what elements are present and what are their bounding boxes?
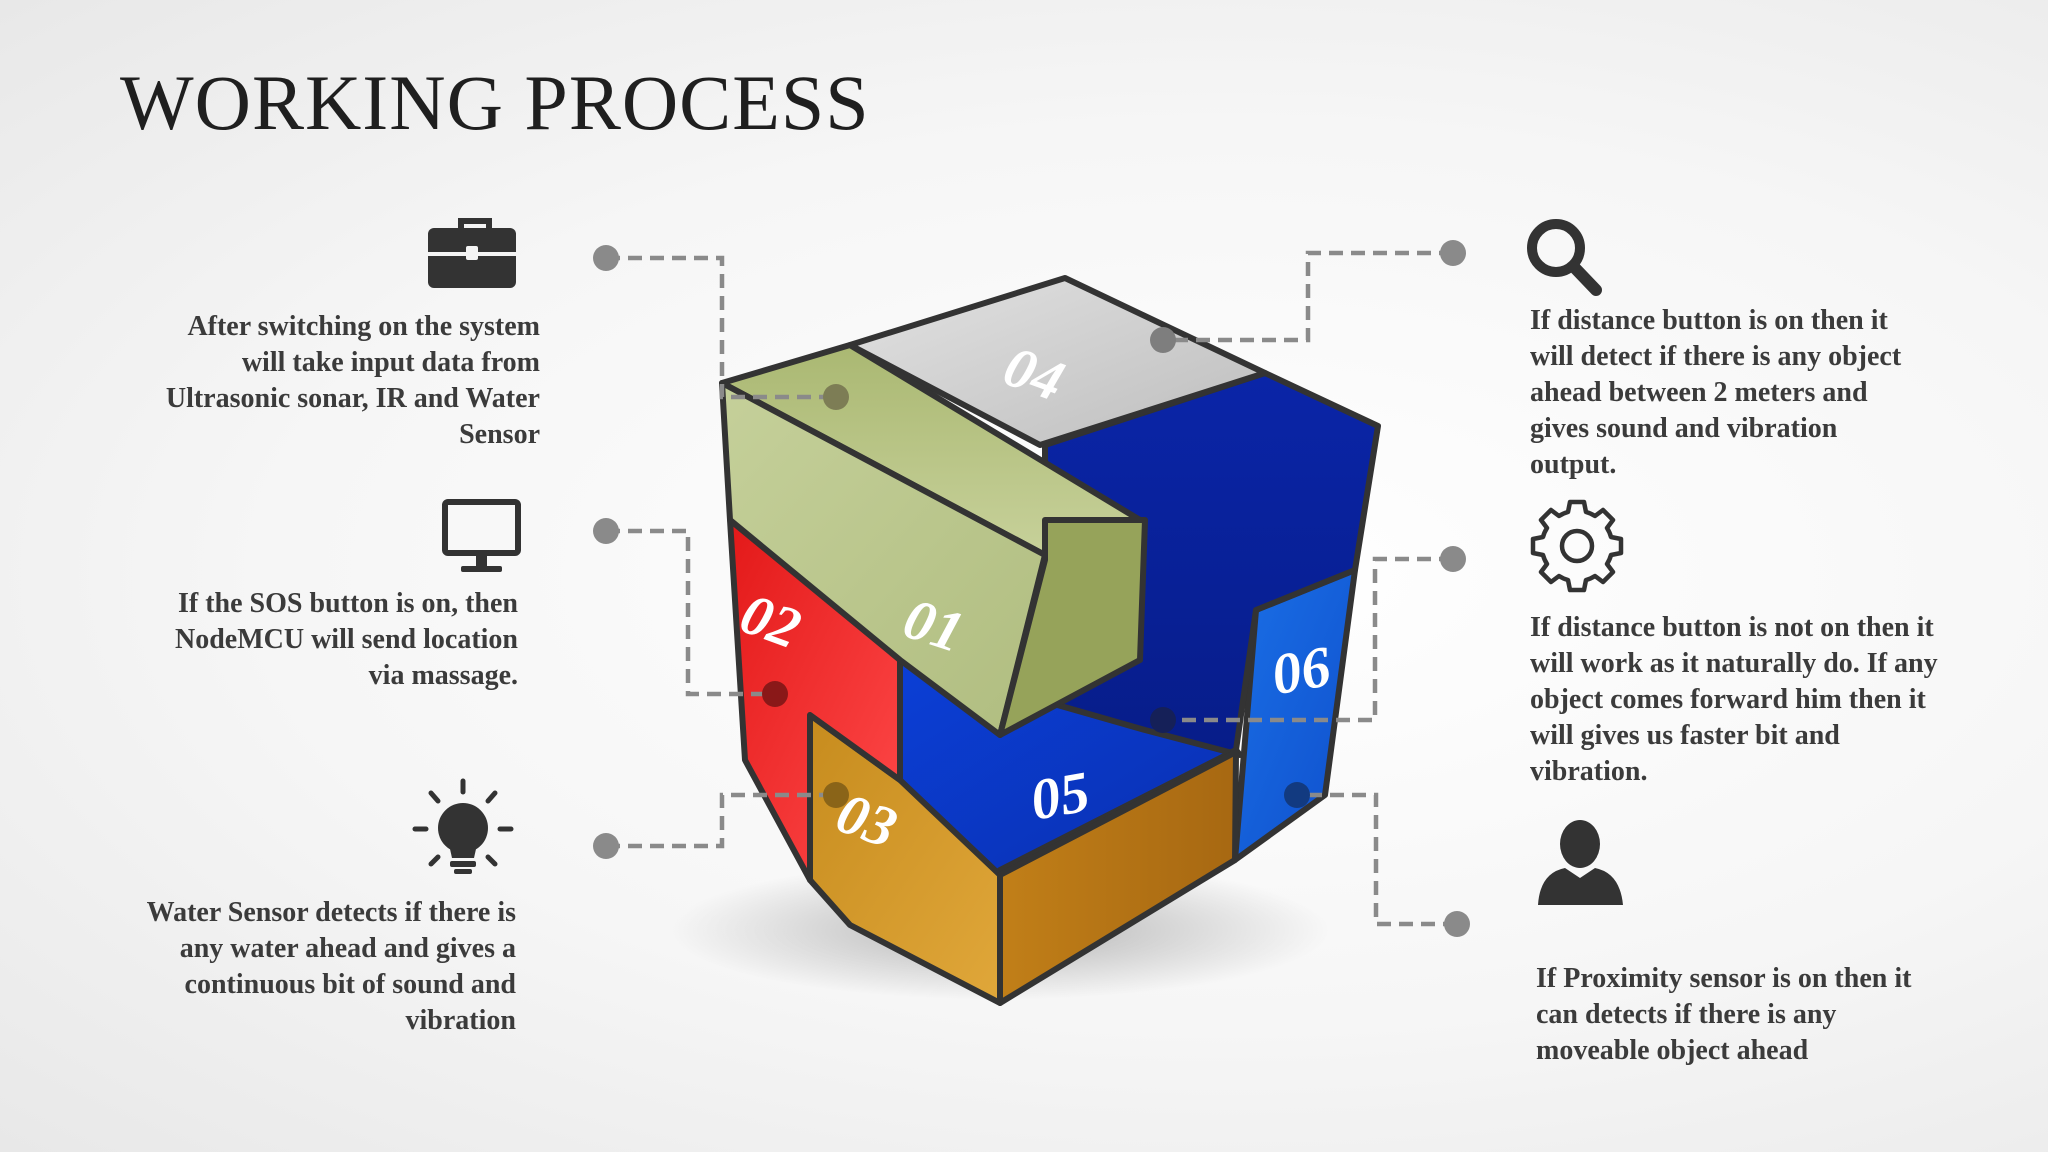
step-04-text: If distance button is on then it will de… [1530, 305, 1902, 480]
lightbulb-icon [412, 778, 514, 874]
connector-03 [606, 792, 836, 849]
connector-02-end-dot [593, 518, 619, 544]
page-title: WORKING PROCESS [120, 59, 870, 146]
connector-05 [1163, 556, 1453, 723]
connector-06 [1297, 792, 1457, 927]
step-03-text: Water Sensor detects if there is any wat… [146, 897, 516, 1036]
block-05-number: 05 [1026, 759, 1094, 833]
step-06-text: If Proximity sensor is on then it can de… [1536, 963, 1912, 1066]
connector-05-start-dot [1150, 707, 1176, 733]
connector-01-start-dot [823, 384, 849, 410]
step-05-text: If distance button is not on then it wil… [1530, 612, 1938, 787]
step-01-text: After switching on the system will take … [165, 311, 540, 450]
block-04 [847, 275, 1268, 448]
gear-icon [1530, 499, 1624, 593]
search-icon [1527, 219, 1602, 296]
block-06-number: 06 [1267, 633, 1335, 707]
connector-01-end-dot [593, 245, 619, 271]
connector-06-start-dot [1284, 782, 1310, 808]
connector-04-end-dot [1440, 240, 1466, 266]
connector-03-start-dot [823, 782, 849, 808]
step-02-text: If the SOS button is on, then NodeMCU wi… [175, 588, 518, 691]
block-01-front [719, 380, 1048, 738]
user-icon [1538, 820, 1623, 905]
block-01-right [997, 517, 1148, 738]
connector-05-end-dot [1440, 546, 1466, 572]
connector-04 [1163, 250, 1453, 343]
connector-06-end-dot [1444, 911, 1470, 937]
connector-02 [606, 528, 775, 697]
connector-03-end-dot [593, 833, 619, 859]
briefcase-icon [428, 218, 516, 288]
connector-02-start-dot [762, 681, 788, 707]
block-03-right [997, 749, 1239, 1006]
connector-04-start-dot [1150, 327, 1176, 353]
monitor-icon [442, 499, 521, 572]
connector-01 [606, 255, 836, 400]
